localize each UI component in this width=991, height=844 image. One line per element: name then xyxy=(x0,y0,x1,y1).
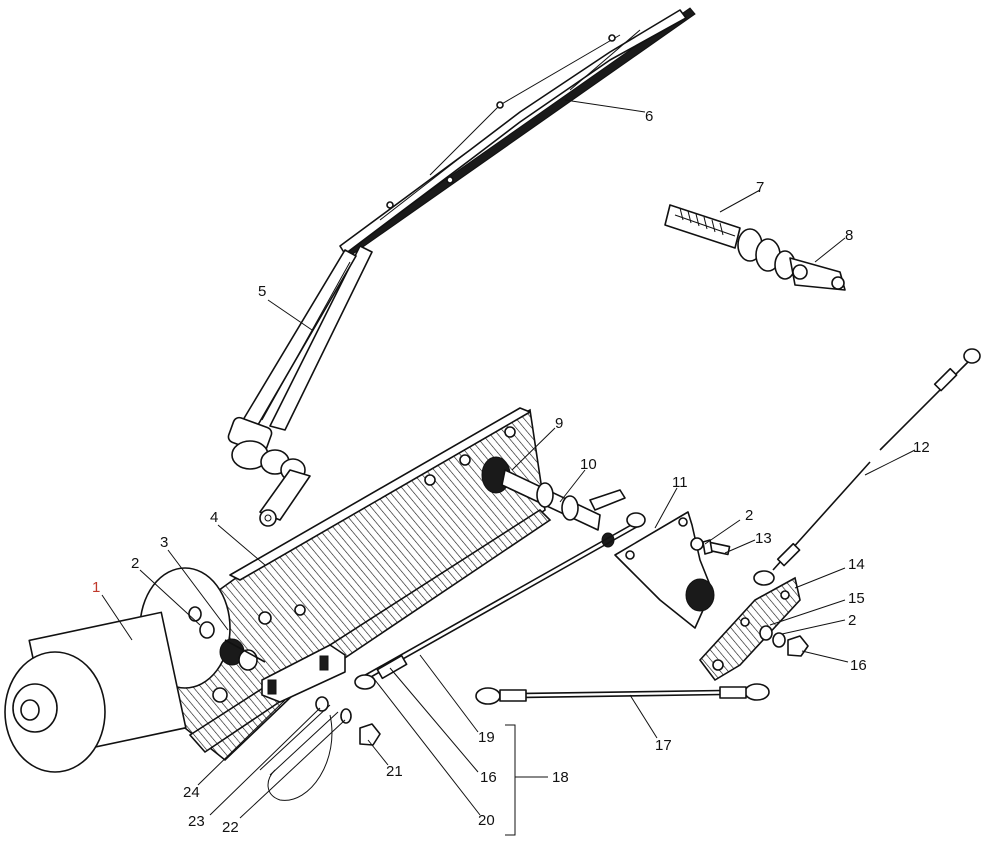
electric-motor xyxy=(4,567,231,773)
label-17: 17 xyxy=(655,737,672,754)
label-5: 5 xyxy=(258,283,266,300)
label-13: 13 xyxy=(755,530,772,547)
spindle-shaft xyxy=(481,456,626,548)
label-11: 11 xyxy=(672,474,688,491)
label-2-left: 2 xyxy=(131,555,139,572)
leader-lines xyxy=(101,99,916,819)
label-24: 24 xyxy=(183,784,200,801)
label-6: 6 xyxy=(645,108,653,125)
lever-and-fasteners xyxy=(698,576,809,682)
link-rod-lower xyxy=(475,683,770,705)
part-labels: 1 2 3 4 5 6 7 8 9 10 11 2 13 12 14 15 2 … xyxy=(92,108,930,836)
label-15: 15 xyxy=(848,590,865,607)
clamp xyxy=(261,644,346,703)
label-16-lower: 16 xyxy=(480,769,497,786)
wiper-blade xyxy=(339,7,696,257)
label-22: 22 xyxy=(222,819,239,836)
label-9: 9 xyxy=(555,415,563,432)
label-10: 10 xyxy=(580,456,597,473)
link-rod-upper xyxy=(354,512,646,690)
label-19: 19 xyxy=(478,729,495,746)
label-20: 20 xyxy=(478,812,495,829)
wiper-arm xyxy=(227,245,373,527)
upper-rod xyxy=(753,348,981,586)
label-16-right: 16 xyxy=(850,657,867,674)
label-8: 8 xyxy=(845,227,853,244)
label-14: 14 xyxy=(848,556,865,573)
group-bracket-18 xyxy=(505,724,548,836)
label-2-right: 2 xyxy=(848,612,856,629)
label-4: 4 xyxy=(210,509,218,526)
label-21: 21 xyxy=(386,763,403,780)
label-1: 1 xyxy=(92,579,100,596)
pivot-bracket xyxy=(614,511,715,629)
label-7: 7 xyxy=(756,179,764,196)
label-3: 3 xyxy=(160,534,168,551)
label-2-mid: 2 xyxy=(745,507,753,524)
label-23: 23 xyxy=(188,813,205,830)
label-18: 18 xyxy=(552,769,569,786)
label-12: 12 xyxy=(913,439,930,456)
crank-assembly xyxy=(664,204,846,291)
wire-loop-and-fasteners xyxy=(259,696,381,801)
